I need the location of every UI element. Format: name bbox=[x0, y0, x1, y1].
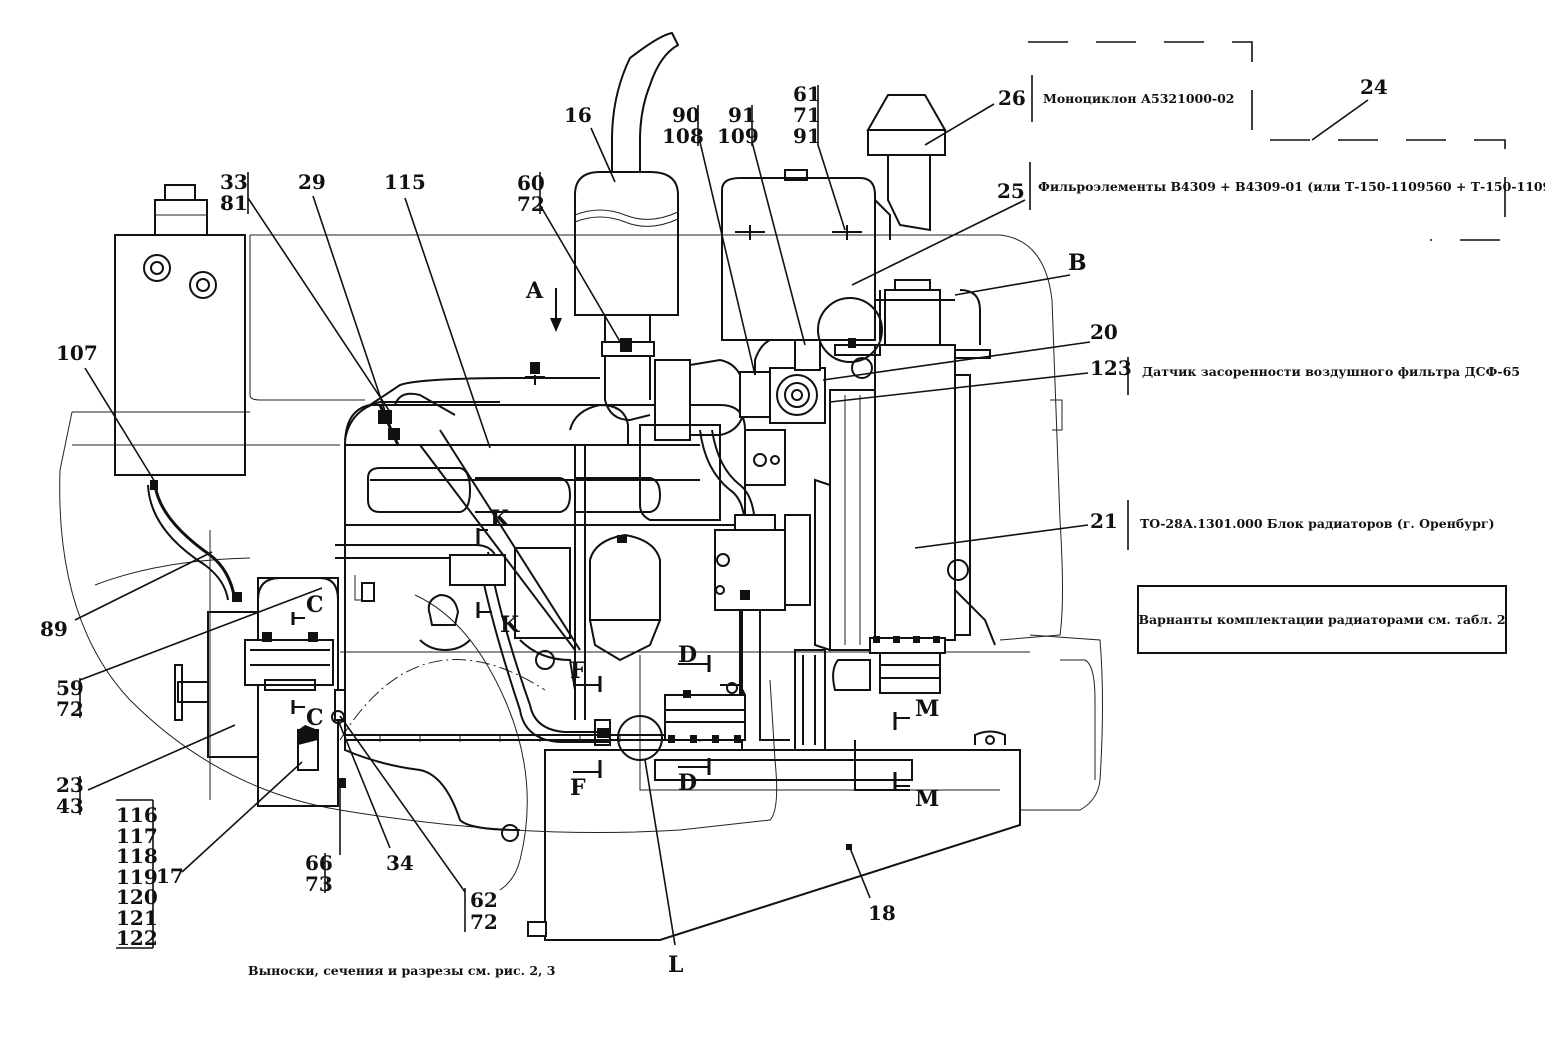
turbocharger bbox=[569, 358, 826, 720]
note-monocyclone: Моноциклон А5321000-02 bbox=[1043, 91, 1235, 106]
callout-23: 23 bbox=[56, 773, 84, 797]
section-letter-f-1: F bbox=[570, 658, 586, 684]
note-sensor: Датчик засоренности воздушного фильтра Д… bbox=[1142, 364, 1520, 379]
radiator-block-21 bbox=[829, 279, 996, 694]
leader-lines bbox=[74, 99, 1369, 946]
callout-81: 81 bbox=[220, 191, 248, 215]
callout-34: 34 bbox=[386, 851, 414, 875]
detail-letter-l: L bbox=[668, 952, 683, 978]
callout-66: 66 bbox=[305, 851, 333, 875]
callout-121: 121 bbox=[116, 906, 158, 930]
callout-29: 29 bbox=[298, 170, 326, 194]
section-marks bbox=[291, 288, 910, 790]
callout-122: 122 bbox=[116, 926, 158, 950]
detail-circles bbox=[617, 297, 883, 761]
section-letter-d-top: D bbox=[678, 642, 697, 668]
callout-24: 24 bbox=[1360, 75, 1388, 99]
note-footer: Выноски, сечения и разрезы см. рис. 2, 3 bbox=[248, 963, 555, 978]
callout-62: 62 bbox=[470, 888, 498, 912]
label-separators bbox=[79, 75, 1129, 949]
callout-72c: 72 bbox=[470, 910, 498, 934]
section-letter-f-2: F bbox=[570, 775, 586, 801]
callout-33: 33 bbox=[220, 170, 248, 194]
callout-116: 116 bbox=[116, 803, 158, 827]
callout-16: 16 bbox=[564, 103, 592, 127]
muffler-16 bbox=[574, 31, 680, 422]
dashed-outline-24 bbox=[1028, 41, 1506, 241]
note-radiator-variants: Варнанты комплектации радиаторами см. та… bbox=[1138, 612, 1505, 627]
callout-89: 89 bbox=[40, 617, 68, 641]
notes: Моноциклон А5321000-02 Фильроэлементы В4… bbox=[248, 91, 1545, 978]
fan-pulley bbox=[714, 478, 831, 751]
radiator-variants-box bbox=[1137, 585, 1507, 654]
callout-17: 17 bbox=[156, 864, 184, 888]
callout-120: 120 bbox=[116, 885, 158, 909]
callout-60: 60 bbox=[517, 171, 545, 195]
detail-circle-b bbox=[817, 297, 883, 363]
section-letter-d-bottom: D bbox=[678, 770, 697, 796]
callout-72: 72 bbox=[517, 192, 545, 216]
callout-21: 21 bbox=[1090, 509, 1118, 533]
note-filter-elements: Фильроэлементы В4309 + В4309-01 (или Т-1… bbox=[1038, 179, 1545, 194]
callout-107: 107 bbox=[56, 341, 98, 365]
monocyclone-26 bbox=[866, 94, 947, 232]
section-letter-c-top: C bbox=[306, 592, 324, 618]
callout-119: 119 bbox=[116, 865, 158, 889]
callout-72b: 72 bbox=[56, 697, 84, 721]
air-cleaner-25 bbox=[721, 169, 891, 375]
callout-20: 20 bbox=[1090, 320, 1118, 344]
callout-25: 25 bbox=[997, 179, 1025, 203]
callout-71: 71 bbox=[793, 103, 821, 127]
section-letter-k-top: K bbox=[490, 506, 510, 532]
section-letters: A B K K C C F F D D M M L bbox=[306, 250, 1087, 978]
callout-59: 59 bbox=[56, 676, 84, 700]
callout-91b: 91 bbox=[793, 124, 821, 148]
tank-bolts bbox=[668, 690, 741, 743]
callout-26: 26 bbox=[998, 86, 1026, 110]
callout-123: 123 bbox=[1090, 356, 1132, 380]
front-housing bbox=[174, 530, 375, 807]
fuel-tank bbox=[114, 184, 246, 601]
section-letter-k-bottom: K bbox=[500, 612, 520, 638]
section-letter-m-top: M bbox=[915, 696, 939, 722]
callout-115: 115 bbox=[384, 170, 426, 194]
detail-letter-b: B bbox=[1068, 250, 1087, 276]
callout-109: 109 bbox=[717, 124, 759, 148]
callout-18: 18 bbox=[868, 901, 896, 925]
view-letter-a: A bbox=[525, 278, 544, 304]
detail-circle-l bbox=[617, 715, 663, 761]
radiator-bolts bbox=[873, 636, 940, 643]
callout-118: 118 bbox=[116, 844, 158, 868]
callout-90: 90 bbox=[672, 103, 700, 127]
callout-91: 91 bbox=[728, 103, 756, 127]
hydraulic-tank-18 bbox=[527, 682, 1021, 941]
callout-43: 43 bbox=[56, 794, 84, 818]
callout-73: 73 bbox=[305, 872, 333, 896]
callout-numbers: 16 60 72 90 108 91 109 61 71 91 26 24 25… bbox=[40, 75, 1388, 950]
callout-117: 117 bbox=[116, 824, 158, 848]
section-letter-m-bottom: M bbox=[915, 786, 939, 812]
note-radiator-block: ТО-28А.1301.000 Блок радиаторов (г. Орен… bbox=[1140, 516, 1495, 531]
callout-108: 108 bbox=[662, 124, 704, 148]
rocker-cover bbox=[344, 362, 581, 651]
section-letter-c-bottom: C bbox=[306, 705, 324, 731]
callout-61: 61 bbox=[793, 82, 821, 106]
